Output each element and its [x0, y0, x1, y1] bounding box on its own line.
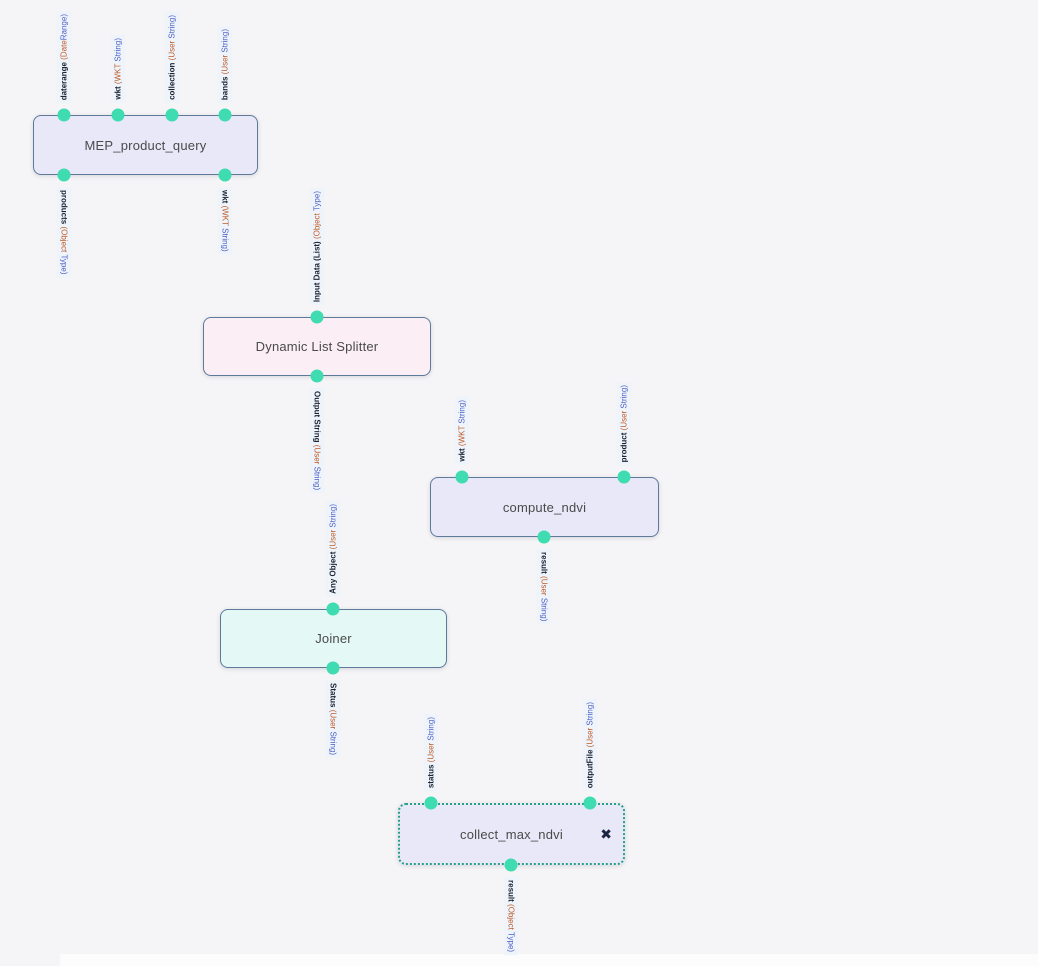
output-port-label-output-string: Output String (User String) — [309, 388, 325, 494]
port-type-first: (Object — [59, 226, 69, 255]
port-name: bands — [220, 76, 230, 100]
port-type-first: (Object — [506, 904, 516, 933]
port-name: Status — [328, 683, 338, 708]
input-port-label-bands: bands (User String) — [217, 25, 233, 103]
port-name: products — [59, 190, 69, 225]
port-type-first: (User — [328, 527, 338, 550]
port-type-first: (User — [619, 408, 629, 430]
output-port-label-status: Status (User String) — [325, 680, 341, 759]
port-type-first: (User — [539, 576, 549, 598]
port-name: status — [426, 764, 436, 788]
input-port-bands[interactable] — [218, 108, 232, 122]
output-port-label-wkt: wkt (WKT String) — [217, 187, 233, 255]
input-port-label-outputfile: outputFile (User String) — [582, 698, 598, 791]
port-type-second: String) — [426, 716, 436, 741]
port-name: wkt — [220, 190, 230, 204]
input-port-status[interactable] — [424, 796, 438, 810]
output-port-result[interactable] — [537, 530, 551, 544]
input-port-label-product: product (User String) — [616, 381, 632, 465]
output-port-label-result: result (Object Type) — [503, 877, 519, 956]
input-port-any-object[interactable] — [326, 602, 340, 616]
output-port-label-result: result (User String) — [536, 549, 552, 625]
node-dynamic-list-splitter[interactable]: Dynamic List Splitter — [203, 317, 431, 376]
port-type-second: String) — [539, 597, 549, 622]
port-type-second: String) — [328, 504, 338, 528]
port-name: Output String — [312, 391, 322, 443]
port-type-first: (User — [167, 38, 177, 61]
output-port-label-products: products (Object Type) — [56, 187, 72, 278]
port-type-second: Type) — [506, 932, 516, 953]
port-type-first: (User — [585, 725, 595, 748]
input-port-outputfile[interactable] — [583, 796, 597, 810]
port-name: Input Data (List) — [312, 241, 322, 302]
input-port-input-data-list[interactable] — [310, 310, 324, 324]
port-type-second: String) — [457, 400, 467, 424]
input-port-label-wkt: wkt (WKT String) — [454, 397, 470, 465]
output-port-wkt[interactable] — [218, 168, 232, 182]
port-type-second: String) — [619, 384, 629, 409]
port-name: Any Object — [328, 551, 338, 594]
output-port-output-string[interactable] — [310, 369, 324, 383]
port-type-first: (Object — [312, 210, 322, 239]
node-compute-ndvi[interactable]: compute_ndvi — [430, 477, 659, 537]
input-port-label-status: status (User String) — [423, 713, 439, 791]
port-type-first: (User — [220, 52, 230, 75]
port-name: outputFile — [585, 749, 595, 788]
port-name: result — [539, 552, 549, 574]
port-type-first: (WKT — [220, 205, 230, 229]
input-port-label-input-data-list: Input Data (List) (Object Type) — [309, 187, 325, 305]
port-type-second: String) — [113, 38, 123, 62]
input-port-wkt[interactable] — [111, 108, 125, 122]
port-type-second: String) — [328, 731, 338, 756]
port-name: wkt — [113, 86, 123, 100]
input-port-daterange[interactable] — [57, 108, 71, 122]
node-joiner[interactable]: Joiner — [220, 609, 447, 668]
port-type-second: String) — [220, 28, 230, 53]
port-name: wkt — [457, 448, 467, 462]
input-port-product[interactable] — [617, 470, 631, 484]
port-type-first: (User — [312, 444, 322, 467]
port-type-first: (User — [426, 740, 436, 763]
node-title: Joiner — [315, 631, 352, 646]
port-type-first: (Date — [59, 39, 69, 60]
input-port-label-wkt: wkt (WKT String) — [110, 35, 126, 103]
node-title: Dynamic List Splitter — [255, 339, 379, 354]
input-port-collection[interactable] — [165, 108, 179, 122]
port-type-second: Type) — [59, 254, 69, 275]
input-port-wkt[interactable] — [455, 470, 469, 484]
port-type-second: String) — [312, 466, 322, 491]
node-mep-product-query[interactable]: MEP_product_query — [33, 115, 258, 175]
port-type-second: String) — [220, 228, 230, 252]
canvas-bottom-strip — [60, 954, 1038, 966]
node-collect-max-ndvi[interactable]: collect_max_ndvi ✖ — [398, 803, 625, 865]
input-port-label-collection: collection (User String) — [164, 12, 180, 103]
input-port-label-any-object: Any Object (User String) — [325, 501, 341, 597]
input-port-label-daterange: daterange (DateRange) — [56, 10, 72, 103]
port-name: product — [619, 432, 629, 462]
node-title: MEP_product_query — [84, 137, 207, 153]
port-type-second: Range) — [59, 13, 69, 40]
port-type-second: String) — [585, 701, 595, 726]
port-type-first: (WKT — [113, 61, 123, 85]
output-port-products[interactable] — [57, 168, 71, 182]
close-icon[interactable]: ✖ — [600, 826, 612, 842]
port-type-first: (User — [328, 709, 338, 732]
node-title: collect_max_ndvi — [460, 826, 563, 842]
output-port-result[interactable] — [504, 858, 518, 872]
port-type-second: String) — [167, 15, 177, 39]
port-name: collection — [167, 62, 177, 100]
node-title: compute_ndvi — [502, 499, 587, 515]
port-type-first: (WKT — [457, 423, 467, 447]
port-name: result — [506, 880, 516, 902]
port-name: daterange — [59, 61, 69, 100]
output-port-status[interactable] — [326, 661, 340, 675]
port-type-second: Type) — [312, 190, 322, 211]
